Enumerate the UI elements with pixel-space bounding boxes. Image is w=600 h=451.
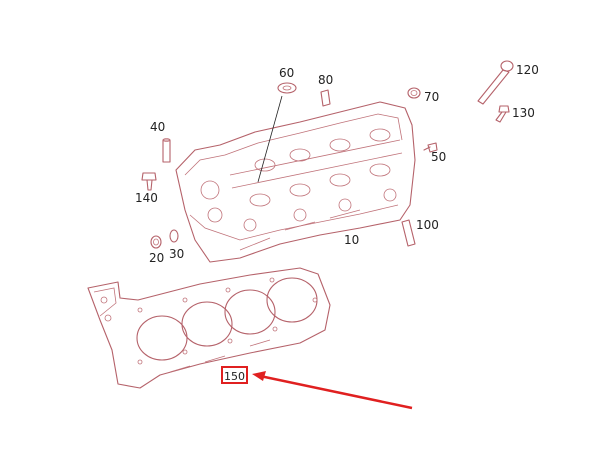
- callout-40[interactable]: 40: [150, 120, 165, 134]
- plug-part-20[interactable]: [150, 235, 162, 249]
- seal-ring-part-70[interactable]: [407, 87, 421, 99]
- seal-ring-part-30[interactable]: [169, 229, 179, 243]
- callout-100[interactable]: 100: [416, 218, 439, 232]
- valve-seal-part-60[interactable]: [277, 82, 297, 94]
- pointer-arrow: [252, 371, 413, 410]
- dowel-pin-part-40[interactable]: [162, 138, 171, 163]
- callout-10[interactable]: 10: [344, 233, 359, 247]
- callout-130[interactable]: 130: [512, 106, 535, 120]
- callout-150[interactable]: 150: [224, 370, 245, 383]
- callout-30[interactable]: 30: [169, 247, 184, 261]
- callout-120[interactable]: 120: [516, 63, 539, 77]
- cylinder-head-gasket[interactable]: [87, 267, 331, 389]
- guide-sleeve-part-100[interactable]: [401, 219, 416, 247]
- cylinder-head[interactable]: [175, 101, 416, 263]
- bolt-part-140[interactable]: [141, 172, 157, 191]
- bolt-part-130[interactable]: [495, 105, 510, 123]
- callout-70[interactable]: 70: [424, 90, 439, 104]
- gasket-bore-3: [224, 289, 276, 335]
- gasket-bore-2: [181, 301, 233, 347]
- callout-20[interactable]: 20: [149, 251, 164, 265]
- gasket-bore-1: [136, 315, 188, 361]
- long-bolt-part-120[interactable]: [477, 60, 514, 105]
- sleeve-part-80[interactable]: [320, 89, 331, 107]
- callout-50[interactable]: 50: [431, 150, 446, 164]
- callout-140[interactable]: 140: [135, 191, 158, 205]
- gasket-bore-4: [266, 277, 318, 323]
- callout-60[interactable]: 60: [279, 66, 294, 80]
- highlight-box: [221, 366, 248, 384]
- callout-80[interactable]: 80: [318, 73, 333, 87]
- stud-part-50[interactable]: [423, 142, 438, 153]
